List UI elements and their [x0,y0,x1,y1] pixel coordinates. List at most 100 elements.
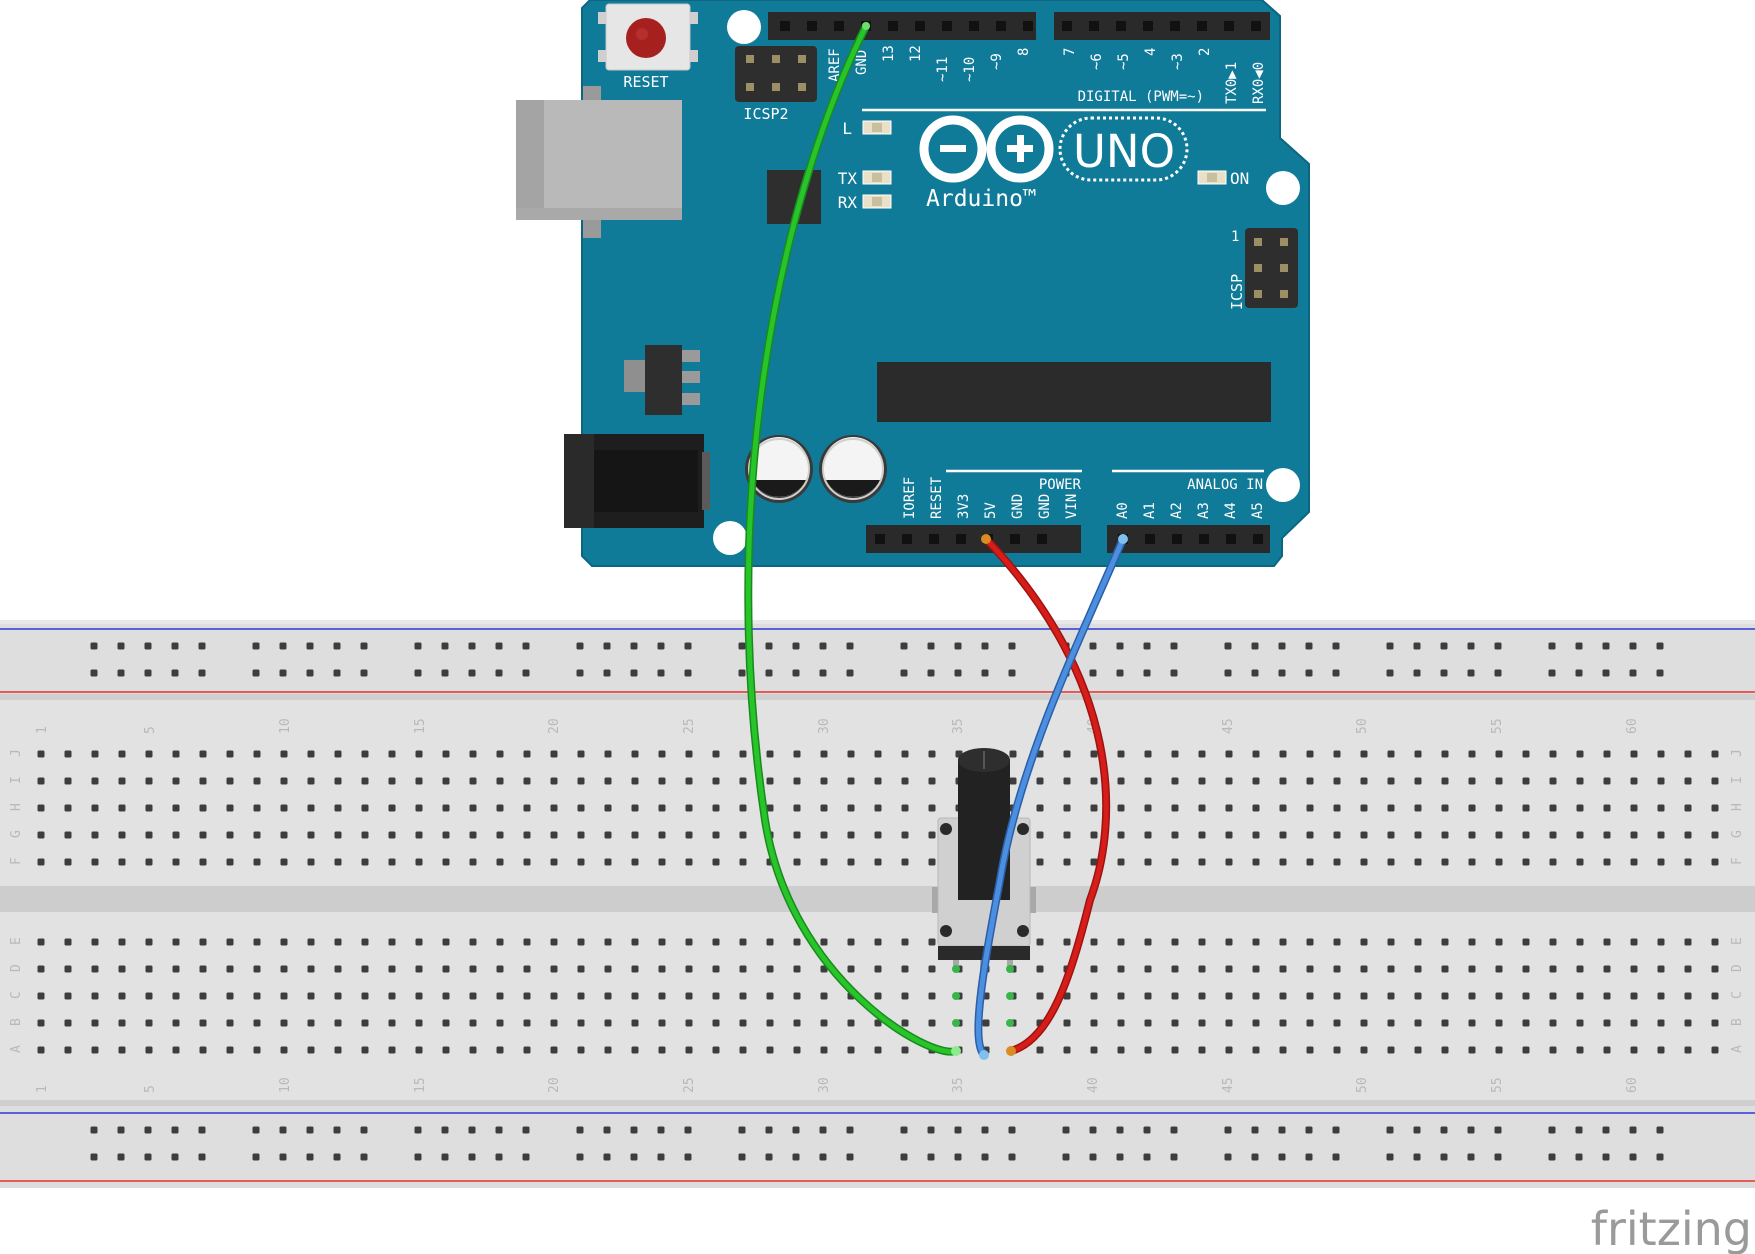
breadboard-hole [1170,642,1178,650]
breadboard-hole [1495,831,1503,839]
breadboard-hole [1251,669,1259,677]
breadboard-hole [1549,965,1557,973]
breadboard-hole [1252,965,1260,973]
breadboard-hole [1279,992,1287,1000]
header-pin [1253,534,1263,544]
header-pin [780,21,790,31]
breadboard-hole [1305,1126,1313,1134]
breadboard-hole [1251,1153,1259,1161]
breadboard-hole [496,750,504,758]
breadboard-hole [820,1019,828,1027]
breadboard-hole [1414,831,1422,839]
breadboard-hole [982,1019,990,1027]
row-letter-j-right: J [1730,749,1745,757]
breadboard-hole [1252,804,1260,812]
breadboard-hole [90,669,98,677]
breadboard-hole [1305,642,1313,650]
breadboard-hole [1387,858,1395,866]
breadboard-hole [577,992,585,1000]
breadboard-hole [1090,831,1098,839]
breadboard-hole [766,777,774,785]
breadboard-hole [1063,1019,1071,1027]
mounting-hole [727,10,761,44]
breadboard-hole [118,992,126,1000]
breadboard-hole [253,1019,261,1027]
breadboard-hole [1603,1019,1611,1027]
pin-label-10: ~10 [962,57,978,82]
breadboard-hole [1711,1019,1719,1027]
header-pin [888,21,898,31]
breadboard-hole [1440,1153,1448,1161]
breadboard-hole [1089,1153,1097,1161]
breadboard-hole [388,938,396,946]
breadboard-hole [927,669,935,677]
breadboard-hole [1494,1126,1502,1134]
breadboard-hole [279,642,287,650]
breadboard-hole [1090,858,1098,866]
breadboard-hole [819,1126,827,1134]
header-pin [942,21,952,31]
breadboard-hole [118,858,126,866]
pin-label-gnd: GND [854,50,870,75]
breadboard-hole [1062,1126,1070,1134]
breadboard-hole [333,1126,341,1134]
breadboard-hole [1252,831,1260,839]
breadboard-hole [415,1019,423,1027]
breadboard-hole [1684,938,1692,946]
breadboard-hole [523,777,531,785]
breadboard-hole [603,642,611,650]
breadboard-hole [145,938,153,946]
breadboard-hole [1441,804,1449,812]
breadboard-hole [658,831,666,839]
breadboard-hole [847,1019,855,1027]
breadboard-hole [1441,831,1449,839]
col-number-15-bottom: 15 [413,1077,428,1093]
breadboard-hole [1576,777,1584,785]
breadboard-hole [550,965,558,973]
breadboard-hole [1414,1046,1422,1054]
breadboard-hole [1332,1153,1340,1161]
usb-connector [516,86,682,238]
breadboard-hole [1576,858,1584,866]
breadboard-hole [199,965,207,973]
breadboard-hole [550,750,558,758]
breadboard-hole [1360,965,1368,973]
breadboard-hole [1333,1019,1341,1027]
breadboard-hole [577,804,585,812]
breadboard-hole [1522,1019,1530,1027]
breadboard-hole [199,831,207,839]
breadboard-hole [1414,965,1422,973]
breadboard-hole [900,669,908,677]
breadboard-hole [739,965,747,973]
breadboard-hole [415,965,423,973]
breadboard-hole [576,642,584,650]
header-pin [915,21,925,31]
header-pin [1199,534,1209,544]
col-number-60-bottom: 60 [1625,1077,1640,1093]
breadboard-hole [1495,1019,1503,1027]
breadboard-hole [1657,938,1665,946]
breadboard-hole [1684,1019,1692,1027]
capacitor [819,435,887,503]
breadboard-hole [1684,777,1692,785]
breadboard-hole [1630,777,1638,785]
breadboard-hole [1468,965,1476,973]
breadboard-hole [144,1153,152,1161]
breadboard-hole [1684,750,1692,758]
breadboard-hole [1279,1019,1287,1027]
breadboard-hole [657,642,665,650]
breadboard-hole [1656,1126,1664,1134]
breadboard-hole [253,938,261,946]
header-pin [1010,534,1020,544]
breadboard-hole [658,1046,666,1054]
breadboard-hole [64,777,72,785]
breadboard-hole [198,669,206,677]
breadboard-hole [739,858,747,866]
pin-label-ioref: IOREF [902,477,918,519]
breadboard-hole [901,831,909,839]
breadboard-hole [954,642,962,650]
uno-badge [1058,116,1189,182]
breadboard-hole [1684,992,1692,1000]
reset-button[interactable] [598,3,698,71]
breadboard-hole [928,992,936,1000]
